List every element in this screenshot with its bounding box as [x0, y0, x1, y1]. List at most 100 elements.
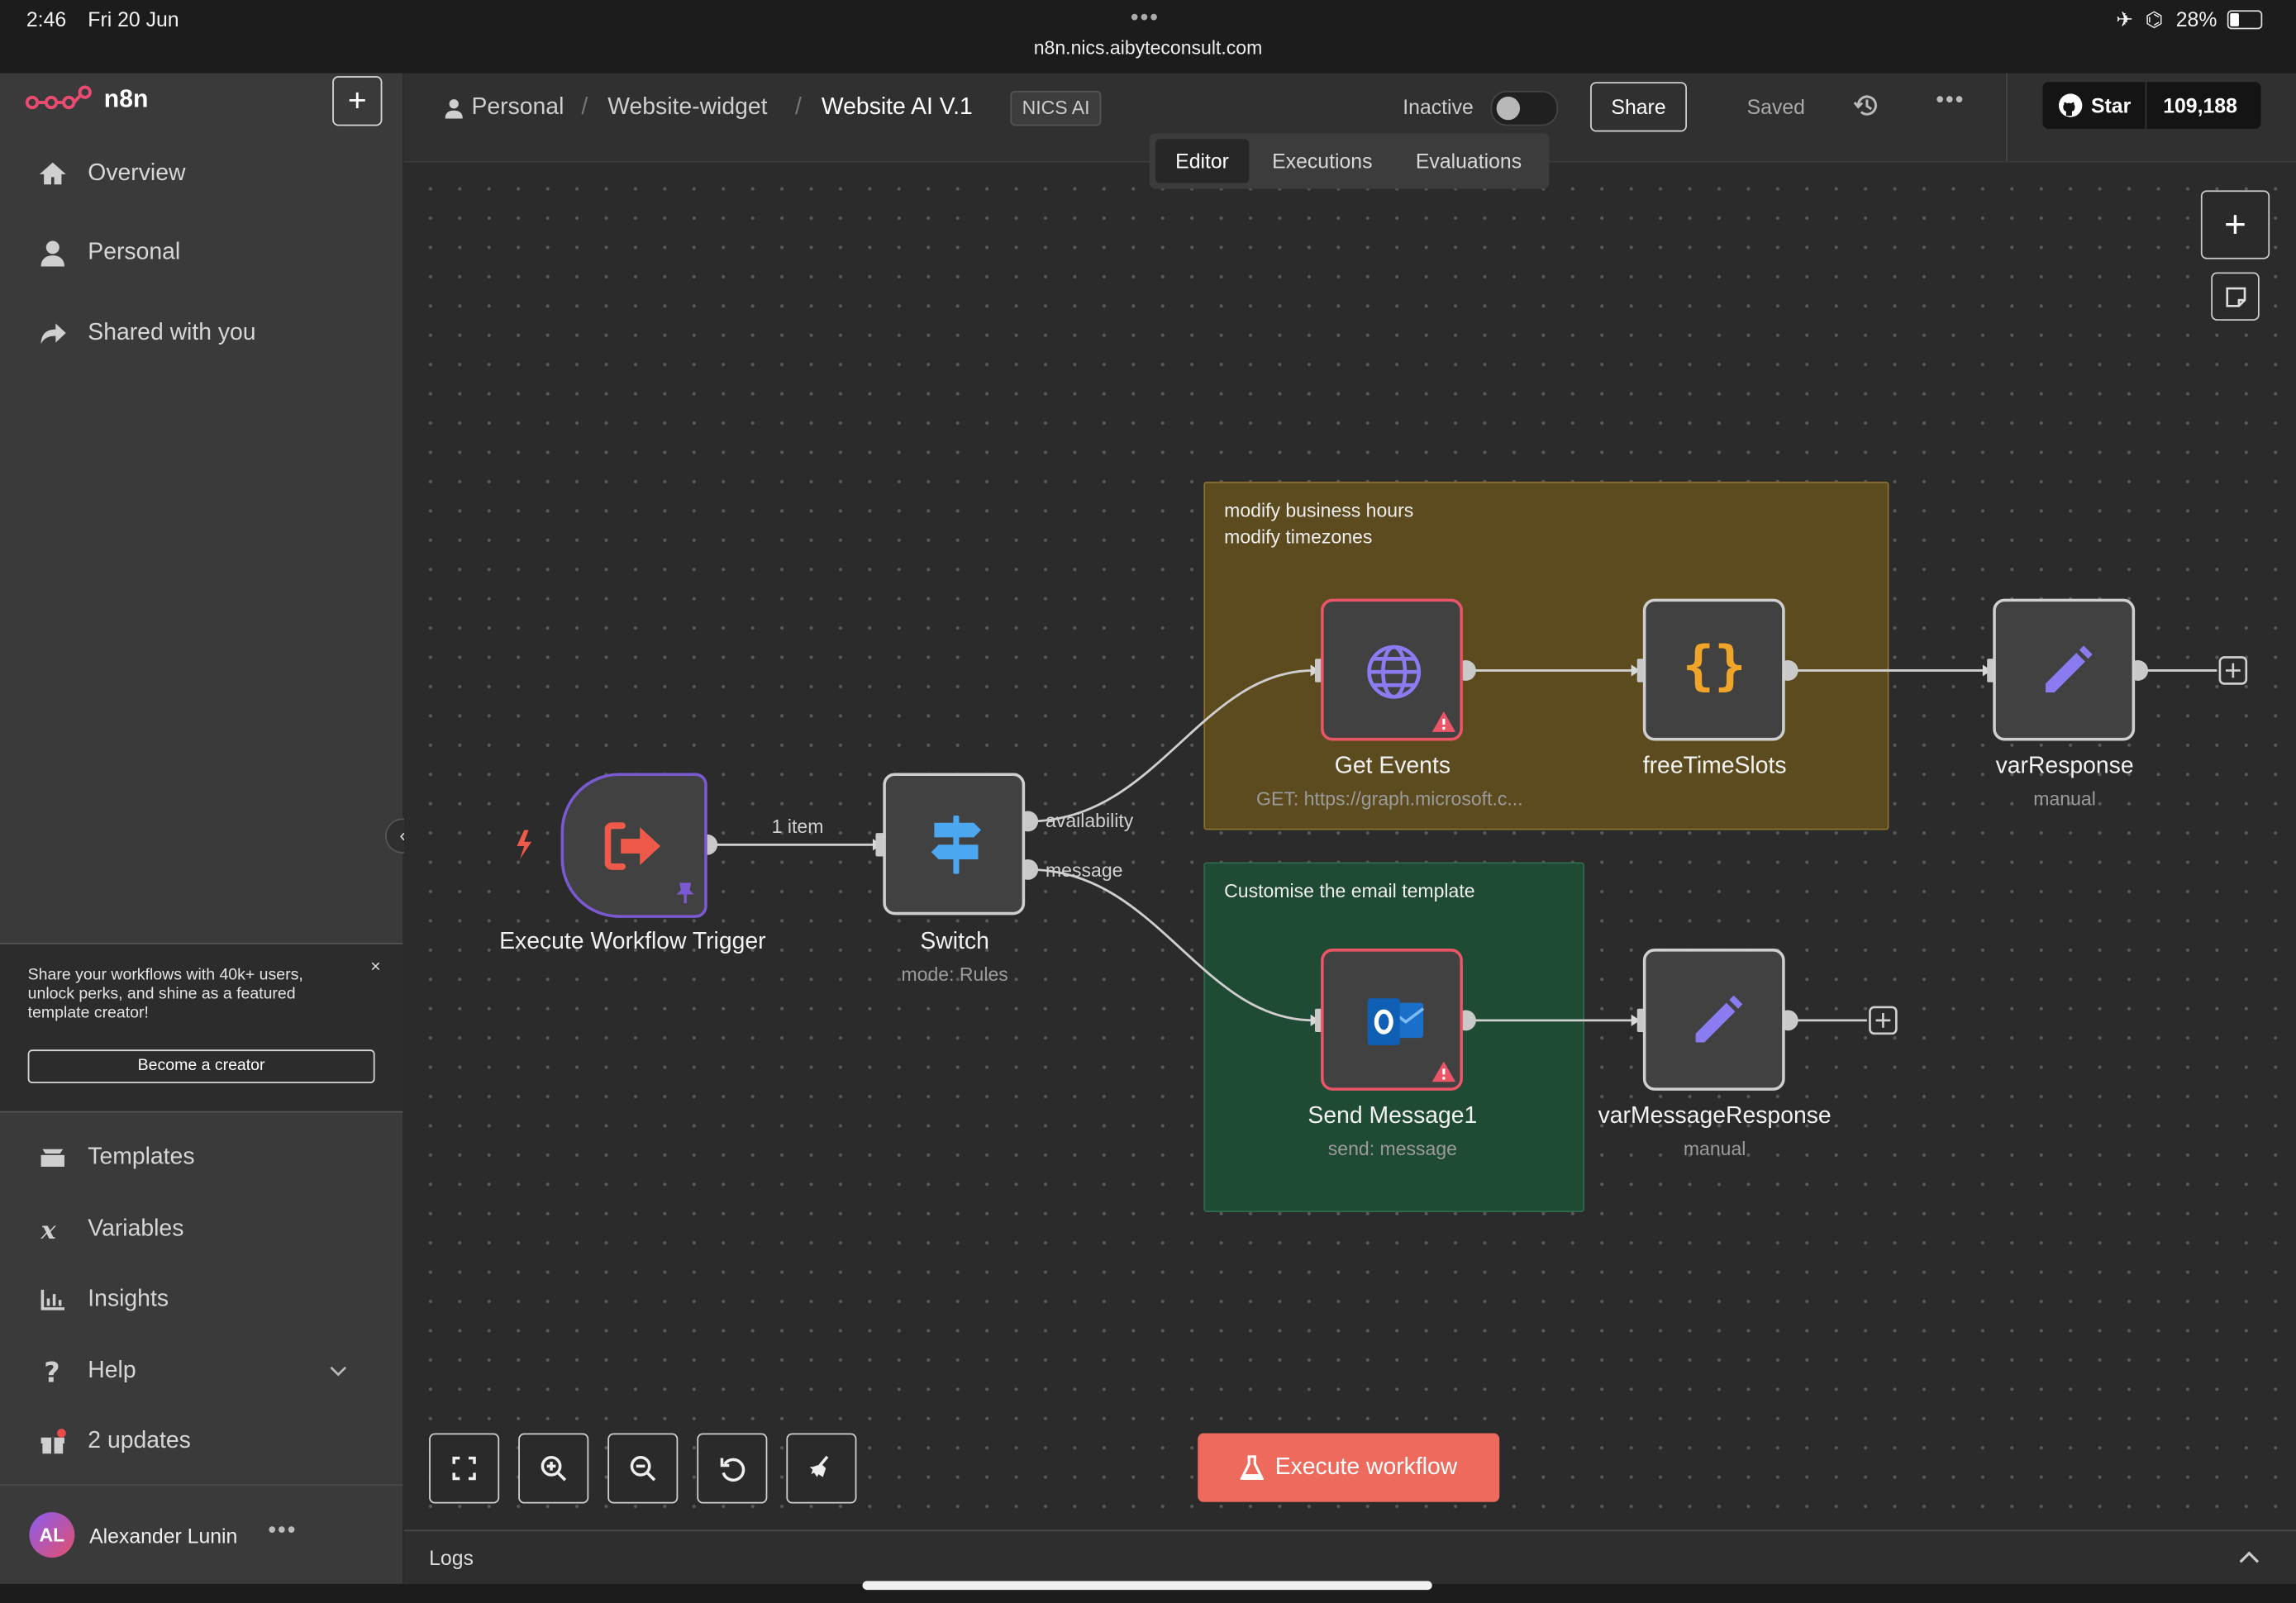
node-subtitle: manual — [2033, 787, 2096, 810]
sticky-note-text: modify business hours modify timezones — [1224, 499, 1414, 548]
edge-label-items: 1 item — [771, 815, 824, 838]
edge-arrowhead — [1631, 1014, 1641, 1026]
user-more-icon[interactable]: ••• — [268, 1518, 298, 1544]
fit-view-icon — [452, 1456, 476, 1481]
status-time: 2:46 — [26, 7, 67, 31]
sidebar-item-insights[interactable]: Insights — [38, 1286, 169, 1315]
fit-view-button[interactable] — [429, 1433, 500, 1504]
sidebar-item-label: 2 updates — [88, 1429, 191, 1454]
tab-executions[interactable]: Executions — [1272, 149, 1373, 174]
sidebar-item-shared[interactable]: Shared with you — [38, 319, 256, 348]
execute-workflow-label: Execute workflow — [1274, 1454, 1458, 1480]
n8n-logo-icon — [25, 85, 92, 110]
sidebar-item-label: Overview — [88, 160, 186, 187]
tab-editor[interactable]: Editor — [1155, 139, 1250, 183]
node-execute-workflow-trigger[interactable] — [560, 773, 707, 918]
zoom-out-button[interactable] — [607, 1433, 679, 1504]
chevron-up-icon[interactable] — [2237, 1550, 2260, 1565]
node-subtitle: GET: https://graph.microsoft.c... — [1256, 787, 1523, 810]
workflow-canvas[interactable] — [403, 162, 2296, 1530]
node-title: freeTimeSlots — [1642, 754, 1787, 779]
pin-icon — [676, 882, 694, 904]
node-get-events[interactable] — [1321, 598, 1463, 741]
edge-switch-sendmessage — [1029, 868, 1314, 1022]
add-sticky-note-button[interactable] — [2211, 272, 2260, 321]
history-icon[interactable] — [1852, 91, 1881, 120]
view-tabs: Editor Executions Evaluations — [1149, 133, 1550, 189]
become-creator-button[interactable]: Become a creator — [27, 1049, 375, 1084]
bottom-safe-area — [0, 1583, 2296, 1603]
avatar: AL — [29, 1512, 75, 1558]
pencil-icon — [2046, 645, 2093, 693]
sidebar-item-variables[interactable]: x Variables — [38, 1215, 184, 1244]
github-star-label: Star — [2090, 93, 2132, 117]
templates-icon — [40, 1149, 64, 1168]
zoom-in-button[interactable] — [518, 1433, 589, 1504]
github-icon — [2059, 93, 2083, 117]
help-icon: ? — [44, 1357, 60, 1386]
variables-icon: x — [40, 1216, 57, 1244]
sticky-note-icon — [2225, 286, 2246, 307]
node-send-message[interactable] — [1321, 949, 1463, 1091]
n8n-logo[interactable]: n8n — [25, 85, 148, 114]
active-status-label: Inactive — [1403, 95, 1474, 119]
workflow-more-icon[interactable]: ••• — [1936, 88, 1965, 113]
sidebar-item-personal[interactable]: Personal — [38, 239, 180, 268]
outlook-icon — [1367, 998, 1425, 1045]
zoom-in-icon — [541, 1455, 567, 1482]
sidebar-item-help[interactable]: ? Help — [38, 1357, 136, 1386]
github-star-button[interactable]: Star 109,188 — [2042, 82, 2261, 129]
node-free-time-slots[interactable]: {} — [1642, 598, 1785, 741]
create-new-button[interactable]: + — [332, 76, 383, 126]
user-name: Alexander Lunin — [89, 1524, 238, 1548]
breadcrumb-separator: / — [795, 95, 802, 121]
logs-panel[interactable]: Logs — [403, 1529, 2296, 1586]
wifi-icon: ⌬ — [2145, 7, 2164, 31]
user-menu[interactable]: AL Alexander Lunin ••• — [0, 1484, 403, 1586]
status-bar: 2:46 Fri 20 Jun ••• n8n.nics.aibyteconsu… — [0, 0, 2296, 74]
share-button[interactable]: Share — [1590, 82, 1687, 132]
sidebar-item-overview[interactable]: Overview — [38, 159, 185, 188]
tidy-up-button[interactable] — [786, 1433, 857, 1504]
address-bar[interactable]: n8n.nics.aibyteconsult.com — [1033, 36, 1263, 59]
node-switch[interactable] — [883, 773, 1026, 916]
add-node-button[interactable]: + — [2200, 190, 2270, 259]
share-icon — [40, 323, 66, 345]
workflow-tag[interactable]: NICS AI — [1010, 90, 1102, 126]
execute-workflow-button[interactable]: Execute workflow — [1198, 1433, 1500, 1502]
sticky-note-text: Customise the email template — [1224, 879, 1475, 902]
active-toggle[interactable] — [1490, 90, 1559, 126]
breadcrumb-folder[interactable]: Website-widget — [607, 95, 768, 121]
node-title: Get Events — [1334, 754, 1451, 779]
globe-icon — [1367, 645, 1422, 699]
zoom-out-icon — [630, 1455, 656, 1482]
status-date: Fri 20 Jun — [88, 7, 179, 31]
node-subtitle: manual — [1683, 1137, 1746, 1160]
sidebar-item-updates[interactable]: 2 updates — [38, 1427, 191, 1456]
broom-icon — [809, 1455, 829, 1477]
node-var-response[interactable] — [1993, 598, 2136, 741]
node-var-message-response[interactable] — [1642, 949, 1785, 1091]
chevron-down-icon[interactable] — [328, 1364, 349, 1379]
battery-icon — [2227, 10, 2263, 30]
edge-arrowhead — [1982, 664, 1992, 677]
saved-status: Saved — [1746, 95, 1805, 119]
battery-level: 28% — [2175, 7, 2217, 31]
edge-switch-getevents — [1029, 669, 1314, 823]
browser-more-icon[interactable]: ••• — [1130, 6, 1160, 31]
user-icon — [445, 99, 463, 119]
node-title: varMessageResponse — [1598, 1103, 1832, 1129]
trigger-bolt-icon — [517, 830, 532, 859]
gift-icon — [40, 1429, 66, 1454]
close-icon[interactable]: × — [370, 955, 381, 977]
promo-text: Share your workflows with 40k+ users, un… — [27, 966, 303, 1022]
sidebar-item-label: Personal — [88, 240, 181, 265]
tab-evaluations[interactable]: Evaluations — [1415, 149, 1522, 174]
reset-zoom-button[interactable] — [697, 1433, 768, 1504]
sidebar-item-templates[interactable]: Templates — [38, 1144, 194, 1173]
warning-icon — [1431, 711, 1456, 732]
pencil-icon — [1695, 995, 1743, 1043]
breadcrumb-project[interactable]: Personal — [471, 95, 564, 121]
workflow-name[interactable]: Website AI V.1 — [821, 95, 973, 121]
breadcrumb-separator: / — [581, 95, 588, 121]
